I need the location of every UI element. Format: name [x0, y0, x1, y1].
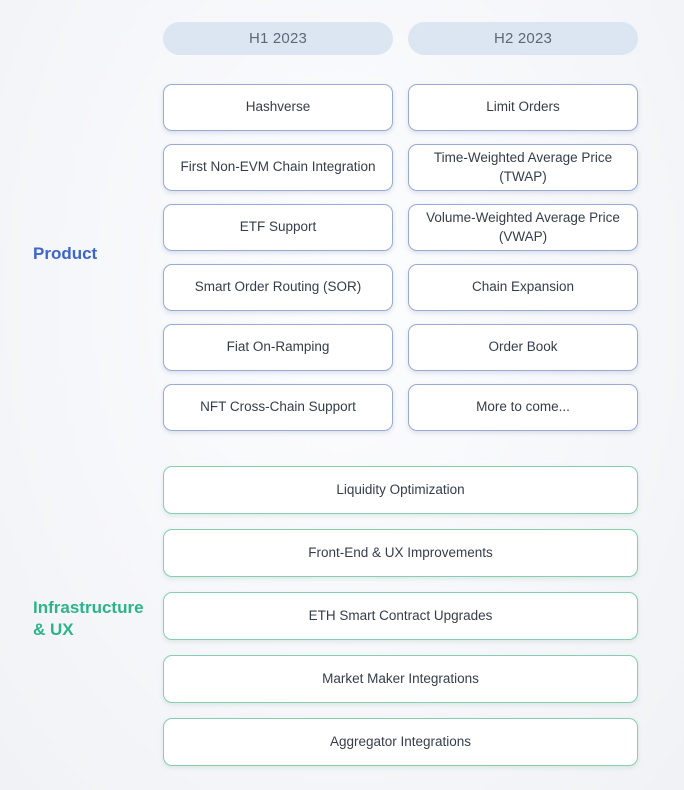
- roadmap-item-first-non-evm-chain-integration: First Non-EVM Chain Integration: [163, 144, 393, 191]
- roadmap-item-limit-orders: Limit Orders: [408, 84, 638, 131]
- roadmap-item-fiat-on-ramping: Fiat On-Ramping: [163, 324, 393, 371]
- roadmap-item-twap: Time-Weighted Average Price (TWAP): [408, 144, 638, 191]
- roadmap-item-order-book: Order Book: [408, 324, 638, 371]
- roadmap-item-eth-smart-contract-upgrades: ETH Smart Contract Upgrades: [163, 592, 638, 640]
- roadmap-item-nft-cross-chain-support: NFT Cross-Chain Support: [163, 384, 393, 431]
- section-label-product: Product: [33, 244, 98, 263]
- roadmap-item-more-to-come: More to come...: [408, 384, 638, 431]
- roadmap-item-smart-order-routing: Smart Order Routing (SOR): [163, 264, 393, 311]
- roadmap-item-liquidity-optimization: Liquidity Optimization: [163, 466, 638, 514]
- period-pill-h2-2023: H2 2023: [408, 22, 638, 55]
- product-column-h1: Hashverse First Non-EVM Chain Integratio…: [163, 84, 393, 431]
- roadmap-item-front-end-ux-improvements: Front-End & UX Improvements: [163, 529, 638, 577]
- roadmap-item-chain-expansion: Chain Expansion: [408, 264, 638, 311]
- roadmap-item-vwap: Volume-Weighted Average Price (VWAP): [408, 204, 638, 251]
- infrastructure-section: Liquidity Optimization Front-End & UX Im…: [163, 466, 638, 766]
- roadmap-item-aggregator-integrations: Aggregator Integrations: [163, 718, 638, 766]
- section-label-infrastructure-ux: Infrastructure & UX: [33, 598, 144, 640]
- product-column-h2: Limit Orders Time-Weighted Average Price…: [408, 84, 638, 431]
- roadmap-item-hashverse: Hashverse: [163, 84, 393, 131]
- roadmap-item-etf-support: ETF Support: [163, 204, 393, 251]
- roadmap-item-market-maker-integrations: Market Maker Integrations: [163, 655, 638, 703]
- period-pill-h1-2023: H1 2023: [163, 22, 393, 55]
